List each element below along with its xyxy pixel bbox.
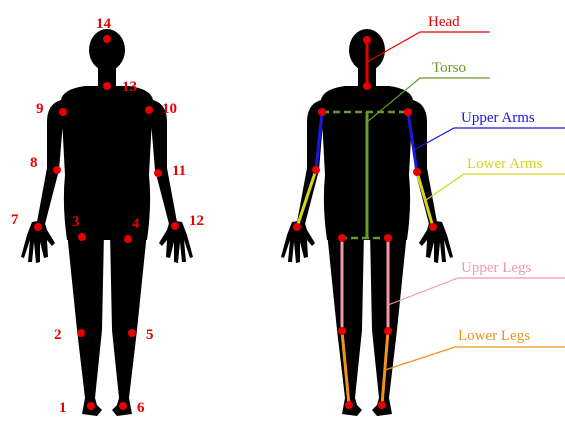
joint-dot-5 <box>128 329 136 337</box>
joint-label-9: 9 <box>36 101 44 117</box>
callout-upper-legs: Upper Legs <box>388 260 565 305</box>
label-upper-legs: Upper Legs <box>461 260 532 276</box>
joint-label-1: 1 <box>59 400 67 416</box>
joint-dot-8 <box>53 166 61 174</box>
label-head: Head <box>428 14 460 30</box>
joint-dot-13 <box>103 82 111 90</box>
joint-label-12: 12 <box>189 213 204 229</box>
joint-label-4: 4 <box>132 216 140 232</box>
joint-dot-1 <box>87 402 95 410</box>
joint-dot-2 <box>77 329 85 337</box>
joint-dot-6 <box>119 402 127 410</box>
joint-label-7: 7 <box>11 212 19 228</box>
callout-upper-arms: Upper Arms <box>414 110 565 150</box>
label-upper-arms: Upper Arms <box>461 110 535 126</box>
callout-lower-arms: Lower Arms <box>426 156 565 200</box>
joint-label-6: 6 <box>137 400 145 416</box>
joint-label-10: 10 <box>162 101 177 117</box>
joint-label-14: 14 <box>96 16 112 32</box>
label-lower-arms: Lower Arms <box>467 156 543 172</box>
joint-dot-11 <box>154 169 162 177</box>
joint-dot-3 <box>78 233 86 241</box>
joint-label-5: 5 <box>146 327 154 343</box>
joint-label-13: 13 <box>122 79 137 95</box>
joint-dot-7 <box>34 223 42 231</box>
joint-label-11: 11 <box>172 163 186 179</box>
joint-dot-14 <box>103 35 111 43</box>
callout-head: Head <box>367 14 490 62</box>
joint-dot-9 <box>59 108 67 116</box>
joint-dot-10 <box>145 106 153 114</box>
joint-dot-4 <box>124 235 132 243</box>
joint-dot-12 <box>171 222 179 230</box>
joint-label-2: 2 <box>54 327 62 343</box>
joint-label-3: 3 <box>72 214 80 230</box>
callout-lower-legs: Lower Legs <box>385 328 565 370</box>
joint-label-8: 8 <box>30 155 38 171</box>
label-torso: Torso <box>432 60 466 76</box>
label-lower-legs: Lower Legs <box>458 328 530 344</box>
